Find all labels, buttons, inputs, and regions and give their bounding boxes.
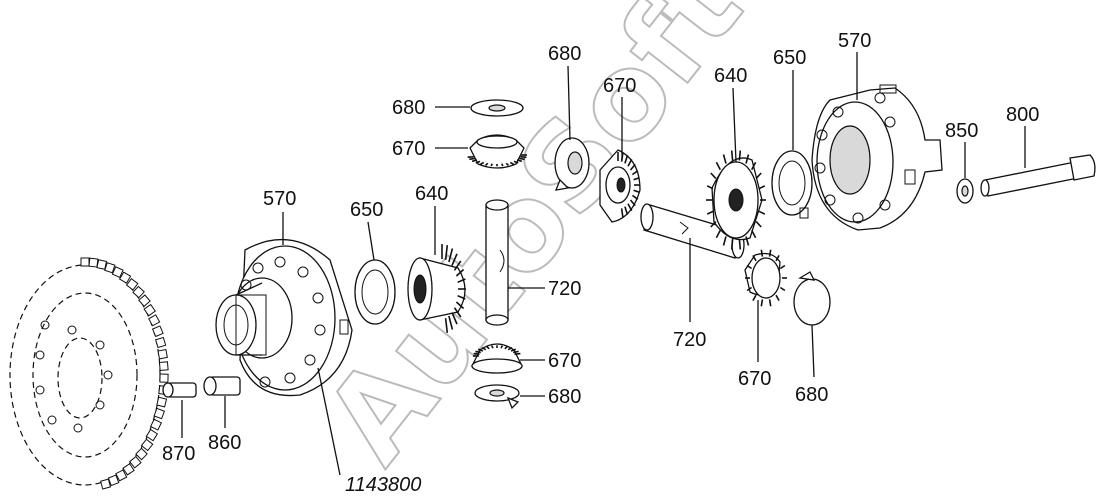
label-right-pinion-washer-top: 680 xyxy=(548,43,581,65)
bolt-800 xyxy=(980,154,1096,197)
right-side-gear xyxy=(706,150,766,250)
part-labels: 570 650 640 680 670 720 670 680 870 860 … xyxy=(162,30,1039,496)
left-thrust-washer xyxy=(354,259,396,325)
label-top-pinion-gear: 670 xyxy=(392,138,425,160)
bushing-860 xyxy=(203,376,241,396)
leader-lines xyxy=(181,52,1026,476)
bottom-pinion-gear xyxy=(471,343,523,374)
label-bolt-800: 800 xyxy=(1006,104,1039,126)
left-differential-case xyxy=(215,238,353,397)
label-right-pinion-gear-top: 670 xyxy=(603,75,636,97)
right-pinion-gear-bottom xyxy=(744,249,787,307)
ring-gear xyxy=(9,257,169,490)
right-thrust-washer xyxy=(771,150,813,219)
label-top-pinion-washer: 680 xyxy=(392,97,425,119)
label-right-pinion-gear-bottom: 670 xyxy=(738,368,771,390)
top-pinion-gear xyxy=(467,134,527,169)
label-right-thrust-washer: 650 xyxy=(773,47,806,69)
label-bottom-pinion-washer: 680 xyxy=(548,386,581,408)
bushing-870 xyxy=(162,382,197,398)
label-left-side-gear: 640 xyxy=(415,183,448,205)
bottom-pinion-washer xyxy=(474,384,520,410)
label-left-case: 570 xyxy=(263,188,296,210)
label-right-case: 570 xyxy=(838,30,871,52)
right-pinion-gear-top xyxy=(599,149,641,223)
label-bushing-870: 870 xyxy=(162,443,195,465)
top-pinion-washer xyxy=(470,99,524,117)
label-bottom-pinion-gear: 670 xyxy=(548,350,581,372)
right-pinion-washer-bottom xyxy=(793,271,831,326)
right-differential-case xyxy=(811,84,943,231)
short-pinion-shaft xyxy=(485,199,509,326)
label-bushing-860: 860 xyxy=(208,432,241,454)
right-pinion-washer-top xyxy=(554,137,590,191)
label-right-pinion-washer-bottom: 680 xyxy=(795,384,828,406)
left-side-gear xyxy=(407,244,466,333)
label-left-thrust-washer: 650 xyxy=(350,199,383,221)
label-right-side-gear: 640 xyxy=(714,65,747,87)
label-long-pin: 720 xyxy=(673,329,706,351)
label-short-pin: 720 xyxy=(548,278,581,300)
label-washer-850: 850 xyxy=(945,120,978,142)
reference-number: 1143800 xyxy=(345,474,421,496)
washer-850 xyxy=(956,178,974,204)
